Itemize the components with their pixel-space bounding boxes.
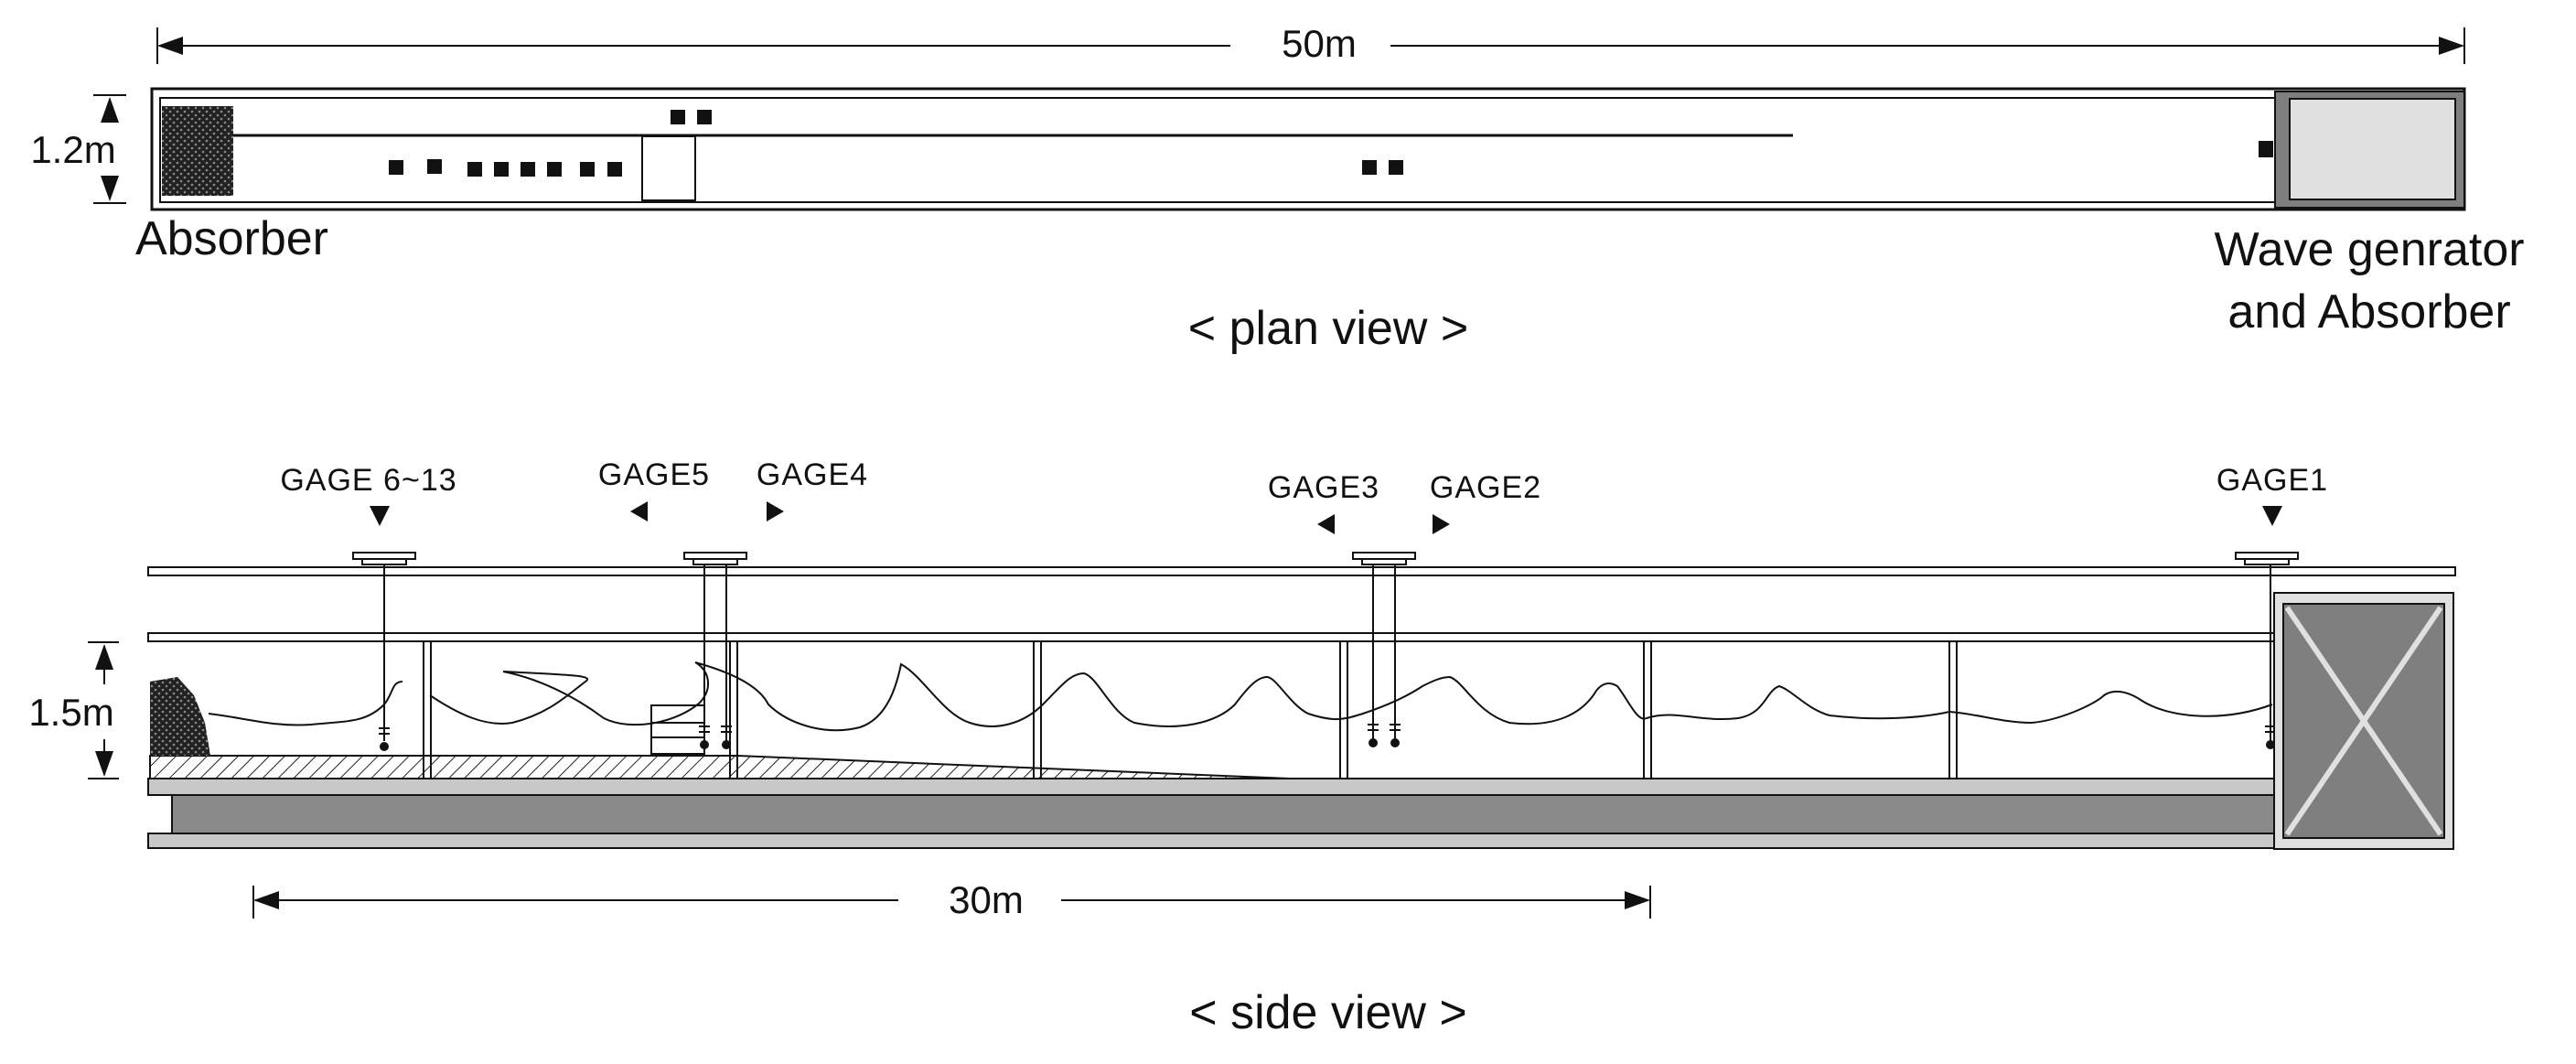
- sloping-beach: [149, 755, 1291, 779]
- plan-gauge-markers: [389, 110, 2273, 177]
- carriage-rail: [147, 566, 2456, 576]
- plan-length-label: 50m: [1282, 22, 1357, 65]
- gauge-label-6-13: GAGE 6~13: [280, 463, 456, 498]
- gauge-rods: [383, 564, 2271, 741]
- side-height-label: 1.5m: [28, 691, 113, 734]
- side-span-dimension: [252, 886, 1651, 919]
- gauge-mounts: [352, 552, 2299, 565]
- gauge-3-arrow-icon: [1317, 514, 1335, 534]
- side-view: GAGE 6~13 GAGE5 GAGE4 GAGE3 GAGE2 GAGE1: [28, 457, 2456, 1039]
- side-view-caption: < side view >: [1189, 986, 1467, 1039]
- flume-floor: [147, 778, 2275, 796]
- wave-profile: [208, 661, 2273, 732]
- gauge-label-4: GAGE4: [757, 457, 868, 492]
- plan-view-caption: < plan view >: [1188, 302, 1468, 355]
- gauge-label-5: GAGE5: [598, 457, 710, 492]
- plan-width-dimension: [93, 94, 126, 204]
- plan-wave-generator: [2274, 91, 2465, 209]
- flume-foot: [147, 833, 2275, 849]
- plan-width-label: 1.2m: [30, 128, 115, 171]
- plan-structure: [641, 135, 696, 201]
- gauge-1-arrow-icon: [2262, 506, 2282, 526]
- gauge-label-1: GAGE1: [2216, 463, 2328, 498]
- side-span-label: 30m: [949, 878, 1024, 921]
- gauge-label-2: GAGE2: [1430, 470, 1541, 505]
- plan-generator-label-2: and Absorber: [2227, 285, 2510, 339]
- plan-length-dimension: [156, 27, 2465, 64]
- plan-absorber: [162, 106, 233, 196]
- plan-view: 50m 1.2m: [30, 22, 2524, 355]
- gauge-6-13-arrow-icon: [370, 506, 390, 526]
- gauge-label-3: GAGE3: [1268, 470, 1379, 505]
- gauge-4-arrow-icon: [767, 501, 784, 521]
- flume-base: [171, 794, 2275, 834]
- gauge-probes: [380, 738, 2275, 751]
- plan-generator-label-1: Wave genrator: [2214, 223, 2524, 276]
- flume-top-wall: [147, 632, 2275, 642]
- gauge-2-arrow-icon: [1433, 514, 1450, 534]
- plan-absorber-label: Absorber: [135, 212, 328, 265]
- plan-flume-inner: [159, 97, 2276, 203]
- side-wave-generator: [2273, 592, 2454, 850]
- side-absorber: [150, 677, 210, 756]
- side-structure: [650, 704, 705, 755]
- gauge-5-arrow-icon: [630, 501, 648, 521]
- side-height-dimension: [88, 641, 119, 779]
